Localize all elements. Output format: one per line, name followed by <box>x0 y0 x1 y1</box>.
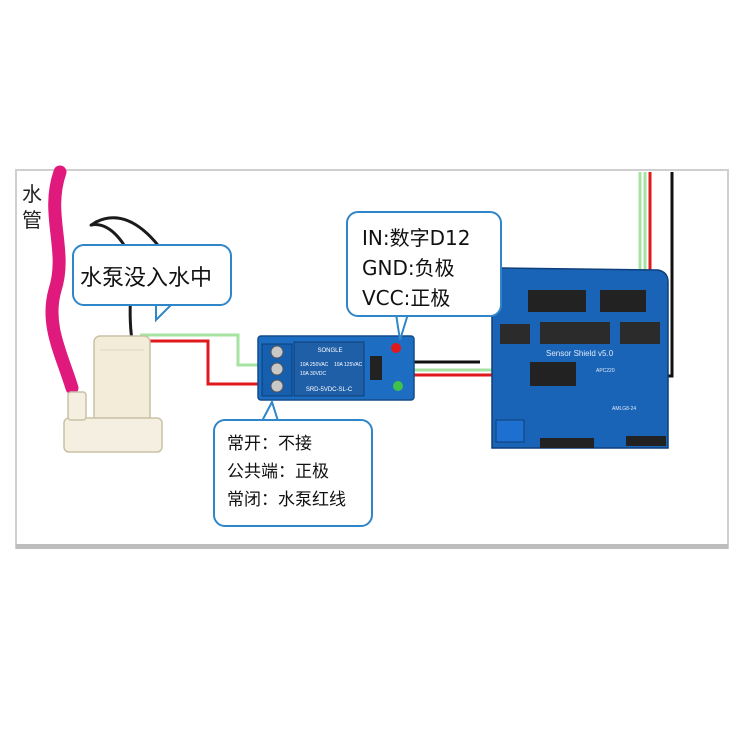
shield-bottom-header <box>540 438 594 448</box>
shield-header-2 <box>600 290 646 312</box>
relay-rating-1: 10A 250VAC <box>300 362 329 368</box>
relay-no-text: 常开：不接 <box>227 434 312 454</box>
water-pump <box>63 335 163 453</box>
relay-rating-3: 10A 125VAC <box>334 362 363 368</box>
shield-pin-rows-2 <box>540 322 610 344</box>
pump-callout: 水泵没入水中 <box>72 244 232 306</box>
relay-callout: 常开：不接 公共端：正极 常闭：水泵红线 <box>213 419 373 527</box>
relay-cube <box>293 341 365 397</box>
frame-bottom-shadow <box>16 544 728 549</box>
shield-header-1 <box>528 290 586 312</box>
pin-vcc-text: VCC:正极 <box>362 286 451 310</box>
pin-callout: IN:数字D12 GND:负极 VCC:正极 <box>346 211 502 317</box>
sensor-shield-board: Sensor Shield v5.0 APC220 AMLG8-24 <box>491 267 669 449</box>
water-pipe <box>45 165 79 395</box>
relay-com-text: 公共端：正极 <box>227 462 329 482</box>
relay-red-led <box>391 343 401 353</box>
relay-nc-text: 常闭：水泵红线 <box>227 490 346 510</box>
shield-pin-rows-1 <box>500 324 530 344</box>
pipe-label-char-1: 水 <box>22 182 42 206</box>
relay-green-led <box>393 381 403 391</box>
shield-label-apc: APC220 <box>596 368 615 374</box>
shield-terminal <box>495 419 525 443</box>
red-wire-pump <box>138 339 270 386</box>
shield-right-header <box>626 436 666 446</box>
terminal-screw-2 <box>270 362 284 376</box>
relay-rating-2: 10A 30VDC <box>300 371 327 377</box>
shield-pin-rows-3 <box>620 322 660 344</box>
relay-model: SRD-5VDC-SL-C <box>306 387 353 393</box>
terminal-screw-3 <box>270 379 284 393</box>
relay-module: SONGLE 10A 250VAC 10A 30VDC 10A 125VAC S… <box>257 335 415 401</box>
pipe-label-char-2: 管 <box>22 208 42 232</box>
pump-callout-text: 水泵没入水中 <box>80 266 213 291</box>
terminal-screw-1 <box>270 345 284 359</box>
shield-pin-rows-4 <box>530 362 576 386</box>
relay-pin-header <box>370 356 382 380</box>
pin-gnd-text: GND:负极 <box>362 256 455 280</box>
shield-title: Sensor Shield v5.0 <box>546 349 614 358</box>
relay-brand: SONGLE <box>317 348 342 354</box>
pin-in-text: IN:数字D12 <box>362 226 471 250</box>
shield-label-amlg: AMLG8-24 <box>612 406 636 412</box>
